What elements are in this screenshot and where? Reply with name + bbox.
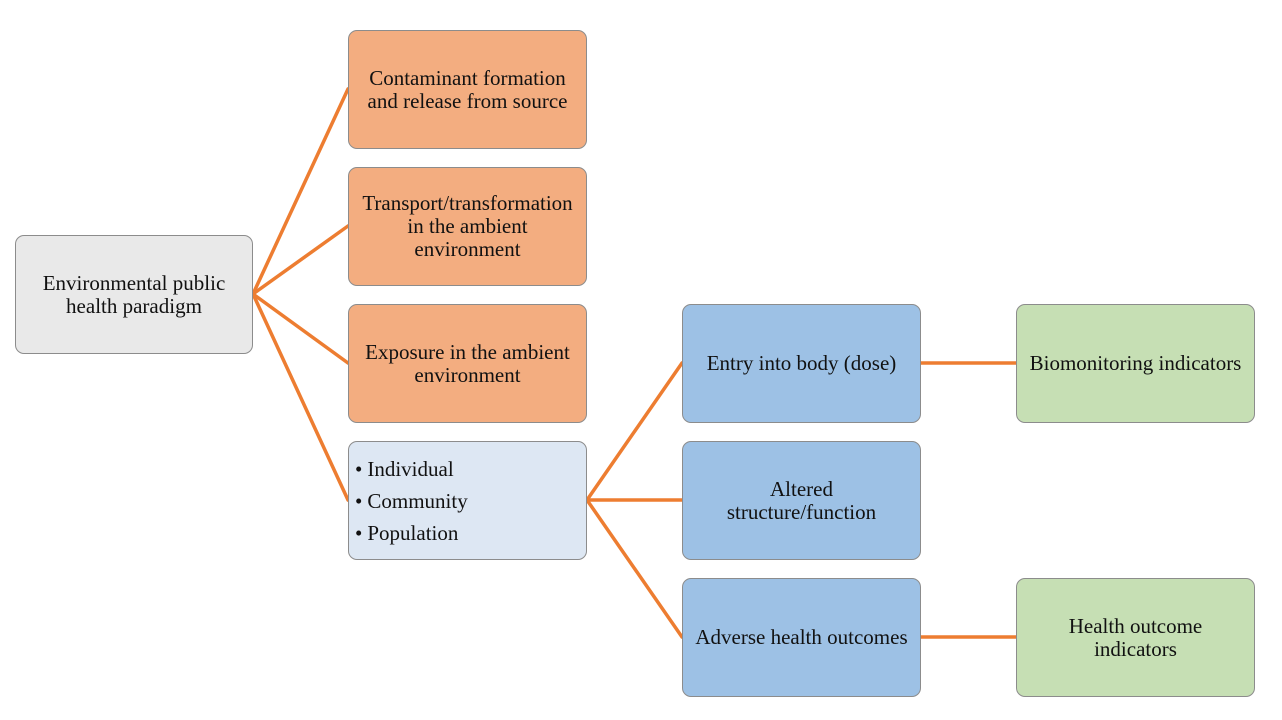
connector-receptors-to-entry — [585, 361, 684, 502]
receptors-list: Individual Community Population — [355, 453, 468, 549]
transport-node-label: Transport/transformation in the ambient … — [362, 191, 573, 261]
transport-node: Transport/transformation in the ambient … — [348, 167, 587, 286]
receptor-item-individual: Individual — [355, 453, 468, 485]
biomonitoring-node: Biomonitoring indicators — [1016, 304, 1255, 423]
adverse-node-label: Adverse health outcomes — [695, 625, 908, 649]
receptor-item-population: Population — [355, 517, 468, 549]
connector-root-to-source — [251, 87, 350, 296]
connector-root-to-exposure — [251, 292, 350, 365]
connector-root-to-receptors — [251, 292, 350, 502]
receptor-item-community: Community — [355, 485, 467, 517]
adverse-node: Adverse health outcomes — [682, 578, 921, 697]
biomonitoring-node-label: Biomonitoring indicators — [1029, 351, 1242, 375]
altered-node-label: Altered structure/function — [726, 476, 877, 524]
exposure-node: Exposure in the ambient environment — [348, 304, 587, 423]
health-indicators-node-label: Health outcome indicators — [1068, 613, 1203, 661]
source-node: Contaminant formation and release from s… — [348, 30, 587, 149]
source-node-label: Contaminant formation and release from s… — [367, 65, 568, 113]
altered-node: Altered structure/function — [682, 441, 921, 560]
exposure-node-label: Exposure in the ambient environment — [365, 339, 570, 387]
connector-receptors-to-adverse — [585, 498, 684, 639]
health-indicators-node: Health outcome indicators — [1016, 578, 1255, 697]
receptors-node: Individual Community Population — [348, 441, 587, 560]
root-node: Environmental public health paradigm — [15, 235, 253, 354]
entry-node: Entry into body (dose) — [682, 304, 921, 423]
root-node-label: Environmental public health paradigm — [42, 270, 226, 318]
entry-node-label: Entry into body (dose) — [706, 351, 897, 375]
connector-root-to-transport — [251, 224, 350, 296]
